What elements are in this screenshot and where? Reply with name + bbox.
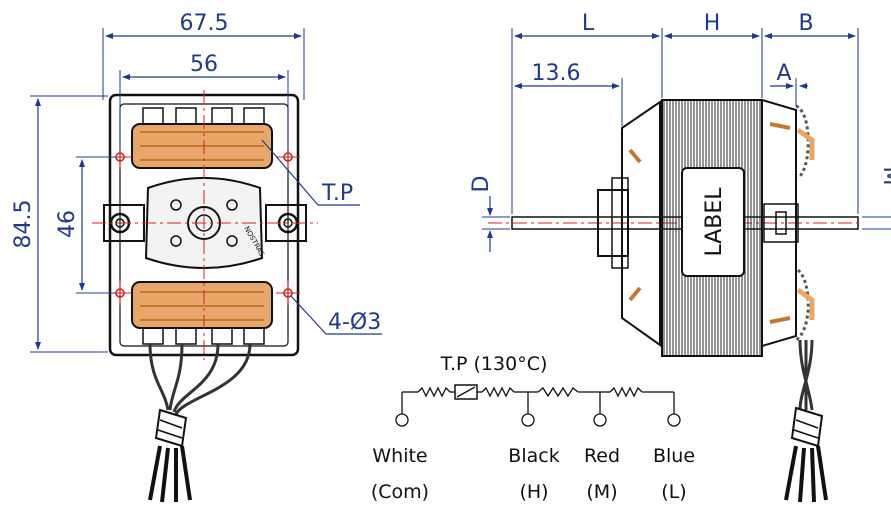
dim-l: L [582, 11, 595, 36]
label-plate [681, 167, 745, 277]
lead-tap-m: (M) [586, 481, 617, 503]
label-thermal-protector: T.P [321, 181, 353, 206]
rear-coil-top [795, 104, 810, 180]
front-lead-wires [148, 343, 252, 415]
lead-tap-l: (L) [661, 481, 686, 503]
terminal-blue [667, 413, 681, 427]
terminal-black [521, 413, 535, 427]
winding-4 [609, 386, 643, 398]
dim-a: A [776, 61, 791, 86]
rear-bracket [761, 98, 797, 348]
dim-shaft-offset: 13.6 [532, 61, 581, 86]
rear-coil-bottom [795, 268, 810, 342]
dim-d: D [469, 176, 494, 193]
dim-mount-width: 56 [190, 52, 218, 77]
dim-mount-height: 46 [55, 210, 80, 238]
lead-color-black: Black [508, 445, 559, 467]
lead-color-white: White [372, 445, 427, 467]
lead-color-red: Red [584, 445, 620, 467]
dim-b: B [798, 11, 813, 36]
lead-tap-h: (H) [519, 481, 548, 503]
winding-2 [481, 386, 515, 398]
side-view: LABEL L H B 13.6 A [469, 11, 891, 503]
label-mount-holes: 4-Ø3 [328, 310, 381, 335]
winding-3 [537, 386, 579, 398]
wiring-diagram: T.P (130°C) White (Com) Black (H) [371, 353, 695, 503]
protector-rating: T.P (130°C) [440, 353, 548, 375]
dim-overall-width: 67.5 [180, 11, 229, 36]
terminal-white [395, 413, 409, 427]
side-lead-wires [798, 339, 814, 411]
dim-h: H [704, 11, 721, 36]
terminal-red [593, 413, 607, 427]
stack-label: LABEL [702, 187, 727, 257]
front-view: NOSTRAS 67.5 56 8 [11, 11, 382, 503]
lead-color-blue: Blue [653, 445, 695, 467]
dim-overall-height: 84.5 [11, 200, 36, 249]
winding-1 [417, 386, 451, 398]
dim-m: M [878, 167, 891, 186]
lead-tap-com: (Com) [371, 481, 429, 503]
front-bracket [621, 100, 661, 347]
